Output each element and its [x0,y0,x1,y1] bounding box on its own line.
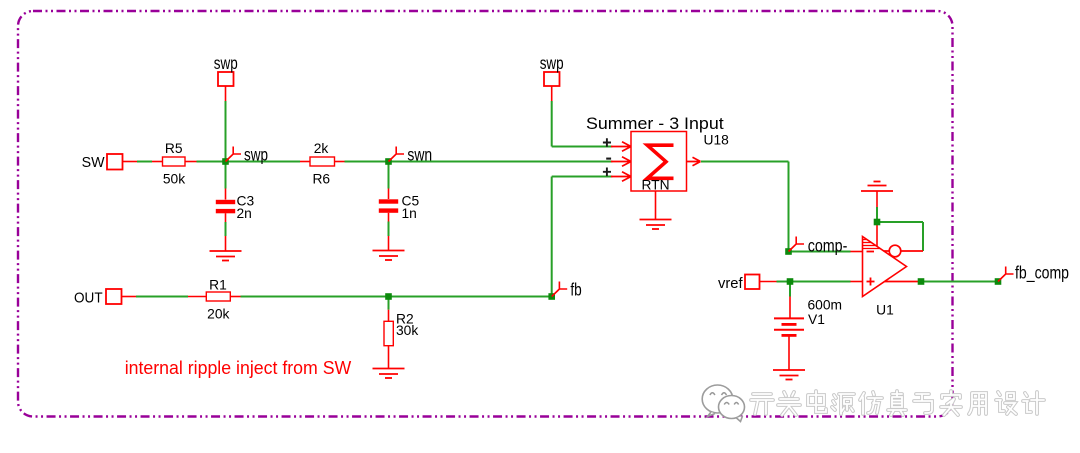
svg-text:V1: V1 [808,312,825,327]
svg-text:U1: U1 [876,303,894,318]
svg-text:C5: C5 [402,194,420,209]
svg-text:swp: swp [244,145,268,165]
svg-text:internal ripple inject from SW: internal ripple inject from SW [125,357,352,378]
svg-text:R2: R2 [396,312,414,327]
svg-text:fb: fb [570,280,581,300]
svg-text:SW: SW [82,155,105,171]
svg-text:R5: R5 [165,141,183,156]
svg-text:50k: 50k [163,171,185,186]
svg-text:comp-: comp- [808,236,848,256]
svg-text:C3: C3 [237,194,255,209]
svg-text:R1: R1 [209,277,227,292]
svg-text:2k: 2k [314,141,329,156]
svg-text:R6: R6 [312,171,330,186]
svg-text:swp: swp [540,53,564,73]
svg-text:fb_comp: fb_comp [1015,263,1069,284]
svg-text:30k: 30k [396,323,418,338]
svg-text:OUT: OUT [74,290,103,306]
svg-text:20k: 20k [207,306,229,321]
svg-text:RTN: RTN [641,178,669,193]
svg-text:Summer - 3 Input: Summer - 3 Input [586,114,724,133]
svg-text:600m: 600m [808,298,843,313]
svg-text:swn: swn [407,145,432,165]
svg-text:vref: vref [718,276,744,292]
svg-text:swp: swp [214,53,238,73]
svg-text:2n: 2n [237,206,252,221]
svg-text:U18: U18 [704,133,730,148]
svg-text:1n: 1n [402,206,417,221]
